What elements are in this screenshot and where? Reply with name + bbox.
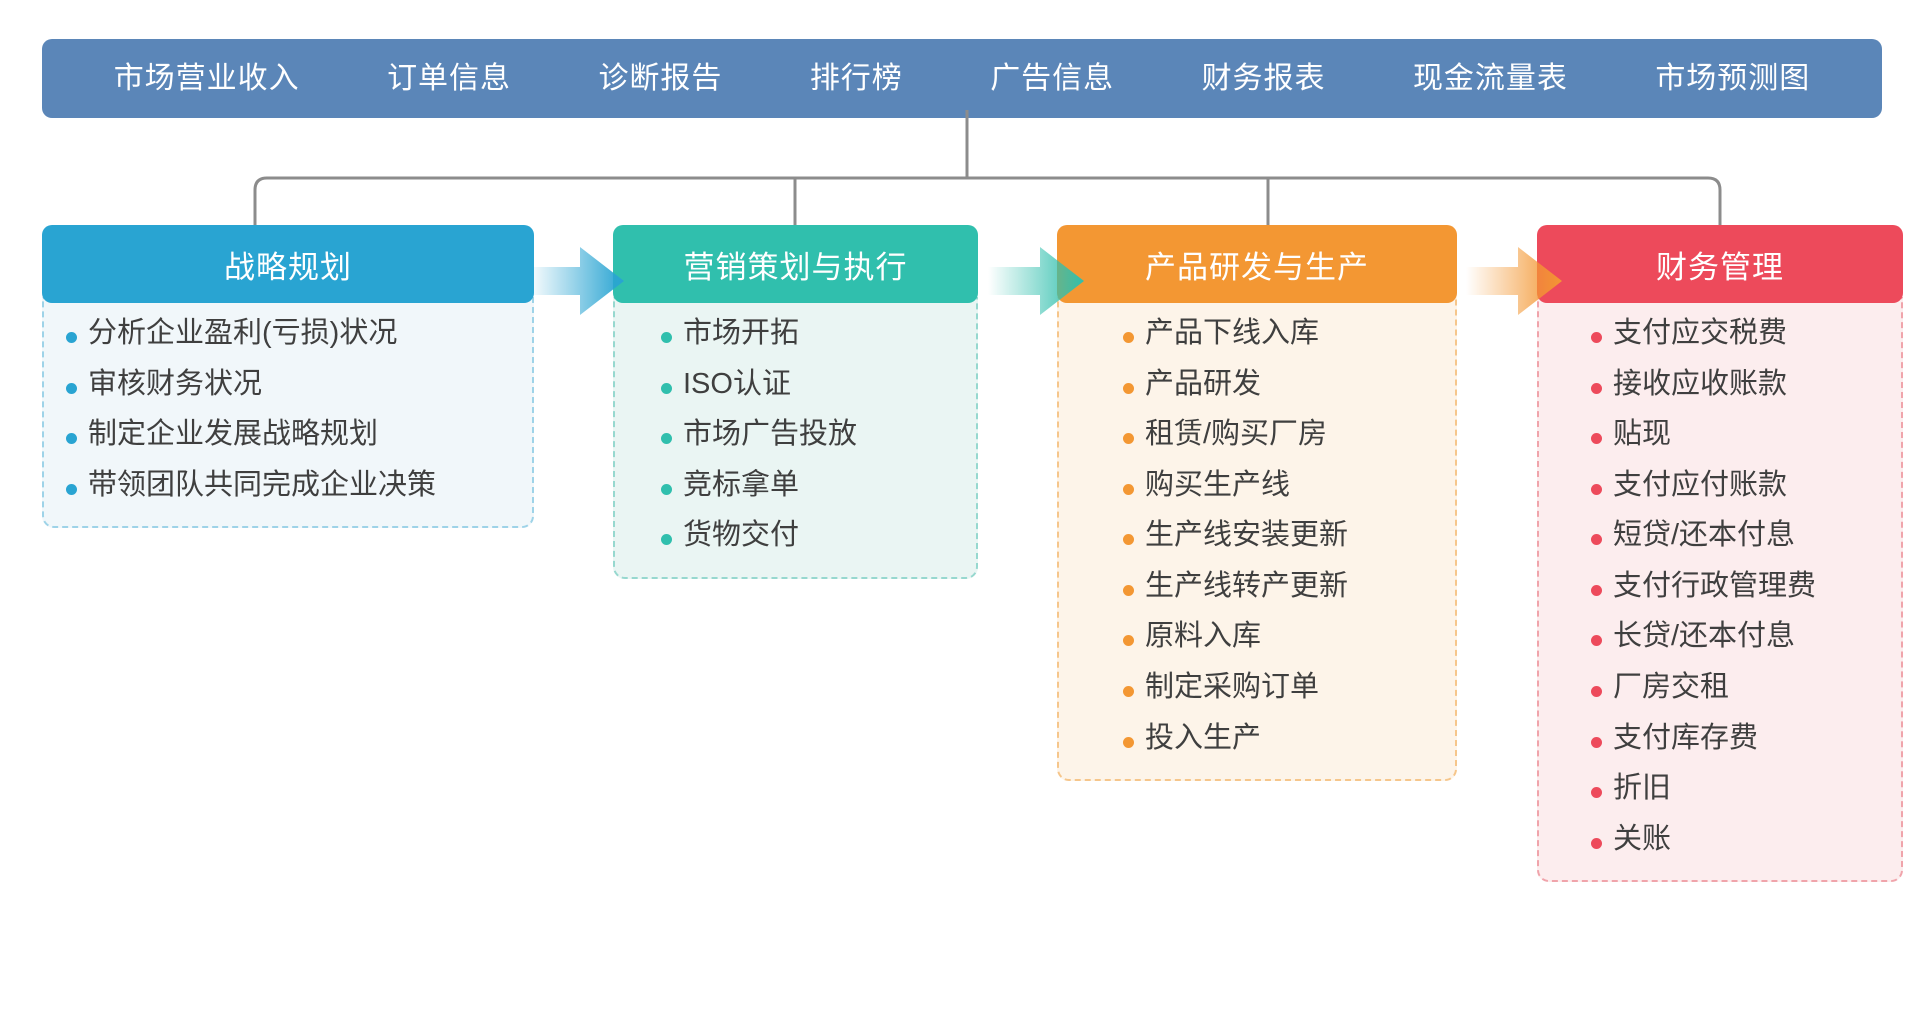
connector-horizontal-rail: [253, 176, 1722, 225]
list-item[interactable]: 产品下线入库: [1119, 318, 1437, 349]
list-item[interactable]: 购买生产线: [1119, 470, 1437, 501]
list-item[interactable]: 生产线安装更新: [1119, 521, 1437, 551]
task-list-product-rd-production: 产品下线入库 产品研发 租赁/购买厂房 购买生产线 生产线安装更新 生产线转产更…: [1119, 318, 1437, 754]
list-item[interactable]: 厂房交租: [1587, 672, 1883, 703]
list-item[interactable]: ISO认证: [657, 369, 958, 400]
list-item[interactable]: 支付库存费: [1587, 723, 1883, 754]
list-item[interactable]: 支付应交税费: [1587, 318, 1883, 349]
list-item[interactable]: 审核财务状况: [62, 369, 514, 400]
list-item[interactable]: 生产线转产更新: [1119, 571, 1437, 602]
list-item[interactable]: 带领团队共同完成企业决策: [62, 470, 514, 501]
task-list-marketing-planning-execution: 市场开拓 ISO认证 市场广告投放 竞标拿单 货物交付: [657, 318, 958, 551]
list-item[interactable]: 折旧: [1587, 774, 1883, 804]
connector-bracket: [253, 110, 1722, 225]
column-header-marketing-planning-execution[interactable]: 营销策划与执行: [613, 225, 978, 303]
task-list-strategy-planning: 分析企业盈利(亏损)状况 审核财务状况 制定企业发展战略规划 带领团队共同完成企…: [62, 318, 514, 501]
arrow-marketing-to-production-icon: [988, 247, 1084, 315]
list-item[interactable]: 贴现: [1587, 420, 1883, 450]
nav-item-financial-statement[interactable]: 财务报表: [1201, 61, 1326, 95]
column-body-product-rd-production: 产品下线入库 产品研发 租赁/购买厂房 购买生产线 生产线安装更新 生产线转产更…: [1057, 297, 1457, 782]
column-body-marketing-planning-execution: 市场开拓 ISO认证 市场广告投放 竞标拿单 货物交付: [613, 297, 978, 579]
nav-item-order-info[interactable]: 订单信息: [387, 61, 512, 95]
list-item[interactable]: 分析企业盈利(亏损)状况: [62, 318, 514, 349]
list-item[interactable]: 支付行政管理费: [1587, 571, 1883, 602]
column-product-rd-production: 产品研发与生产 产品下线入库 产品研发 租赁/购买厂房 购买生产线 生产线安装更…: [1057, 225, 1457, 782]
list-item[interactable]: 投入生产: [1119, 723, 1437, 754]
nav-item-ad-info[interactable]: 广告信息: [990, 61, 1115, 95]
list-item[interactable]: 接收应收账款: [1587, 369, 1883, 400]
list-item[interactable]: 支付应付账款: [1587, 470, 1883, 501]
list-item[interactable]: 短贷/还本付息: [1587, 521, 1883, 551]
nav-item-market-forecast-chart[interactable]: 市场预测图: [1655, 61, 1811, 95]
column-header-product-rd-production[interactable]: 产品研发与生产: [1057, 225, 1457, 303]
nav-item-leaderboard[interactable]: 排行榜: [809, 61, 903, 95]
task-list-financial-management: 支付应交税费 接收应收账款 贴现 支付应付账款 短贷/还本付息 支付行政管理费 …: [1587, 318, 1883, 855]
list-item[interactable]: 制定企业发展战略规划: [62, 420, 514, 450]
column-header-financial-management[interactable]: 财务管理: [1537, 225, 1903, 303]
nav-item-cash-flow-statement[interactable]: 现金流量表: [1412, 61, 1568, 95]
column-marketing-planning-execution: 营销策划与执行 市场开拓 ISO认证 市场广告投放 竞标拿单 货物交付: [613, 225, 978, 579]
column-body-financial-management: 支付应交税费 接收应收账款 贴现 支付应付账款 短贷/还本付息 支付行政管理费 …: [1537, 297, 1903, 883]
arrow-strategy-to-marketing-icon: [528, 247, 624, 315]
list-item[interactable]: 原料入库: [1119, 622, 1437, 652]
list-item[interactable]: 制定采购订单: [1119, 672, 1437, 703]
list-item[interactable]: 市场广告投放: [657, 420, 958, 450]
list-item[interactable]: 长贷/还本付息: [1587, 622, 1883, 652]
list-item[interactable]: 租赁/购买厂房: [1119, 420, 1437, 450]
nav-item-diagnostic-report[interactable]: 诊断报告: [598, 61, 723, 95]
column-header-strategy-planning[interactable]: 战略规划: [42, 225, 534, 303]
list-item[interactable]: 货物交付: [657, 521, 958, 551]
list-item[interactable]: 市场开拓: [657, 318, 958, 349]
list-item[interactable]: 关账: [1587, 824, 1883, 855]
top-navigation-bar: 市场营业收入 订单信息 诊断报告 排行榜 广告信息 财务报表 现金流量表 市场预…: [42, 39, 1882, 118]
column-body-strategy-planning: 分析企业盈利(亏损)状况 审核财务状况 制定企业发展战略规划 带领团队共同完成企…: [42, 297, 534, 529]
list-item[interactable]: 产品研发: [1119, 369, 1437, 400]
list-item[interactable]: 竞标拿单: [657, 470, 958, 501]
column-strategy-planning: 战略规划 分析企业盈利(亏损)状况 审核财务状况 制定企业发展战略规划 带领团队…: [42, 225, 534, 529]
nav-item-market-revenue[interactable]: 市场营业收入: [113, 61, 300, 95]
column-financial-management: 财务管理 支付应交税费 接收应收账款 贴现 支付应付账款 短贷/还本付息 支付行…: [1537, 225, 1903, 883]
arrow-production-to-finance-icon: [1466, 247, 1562, 315]
